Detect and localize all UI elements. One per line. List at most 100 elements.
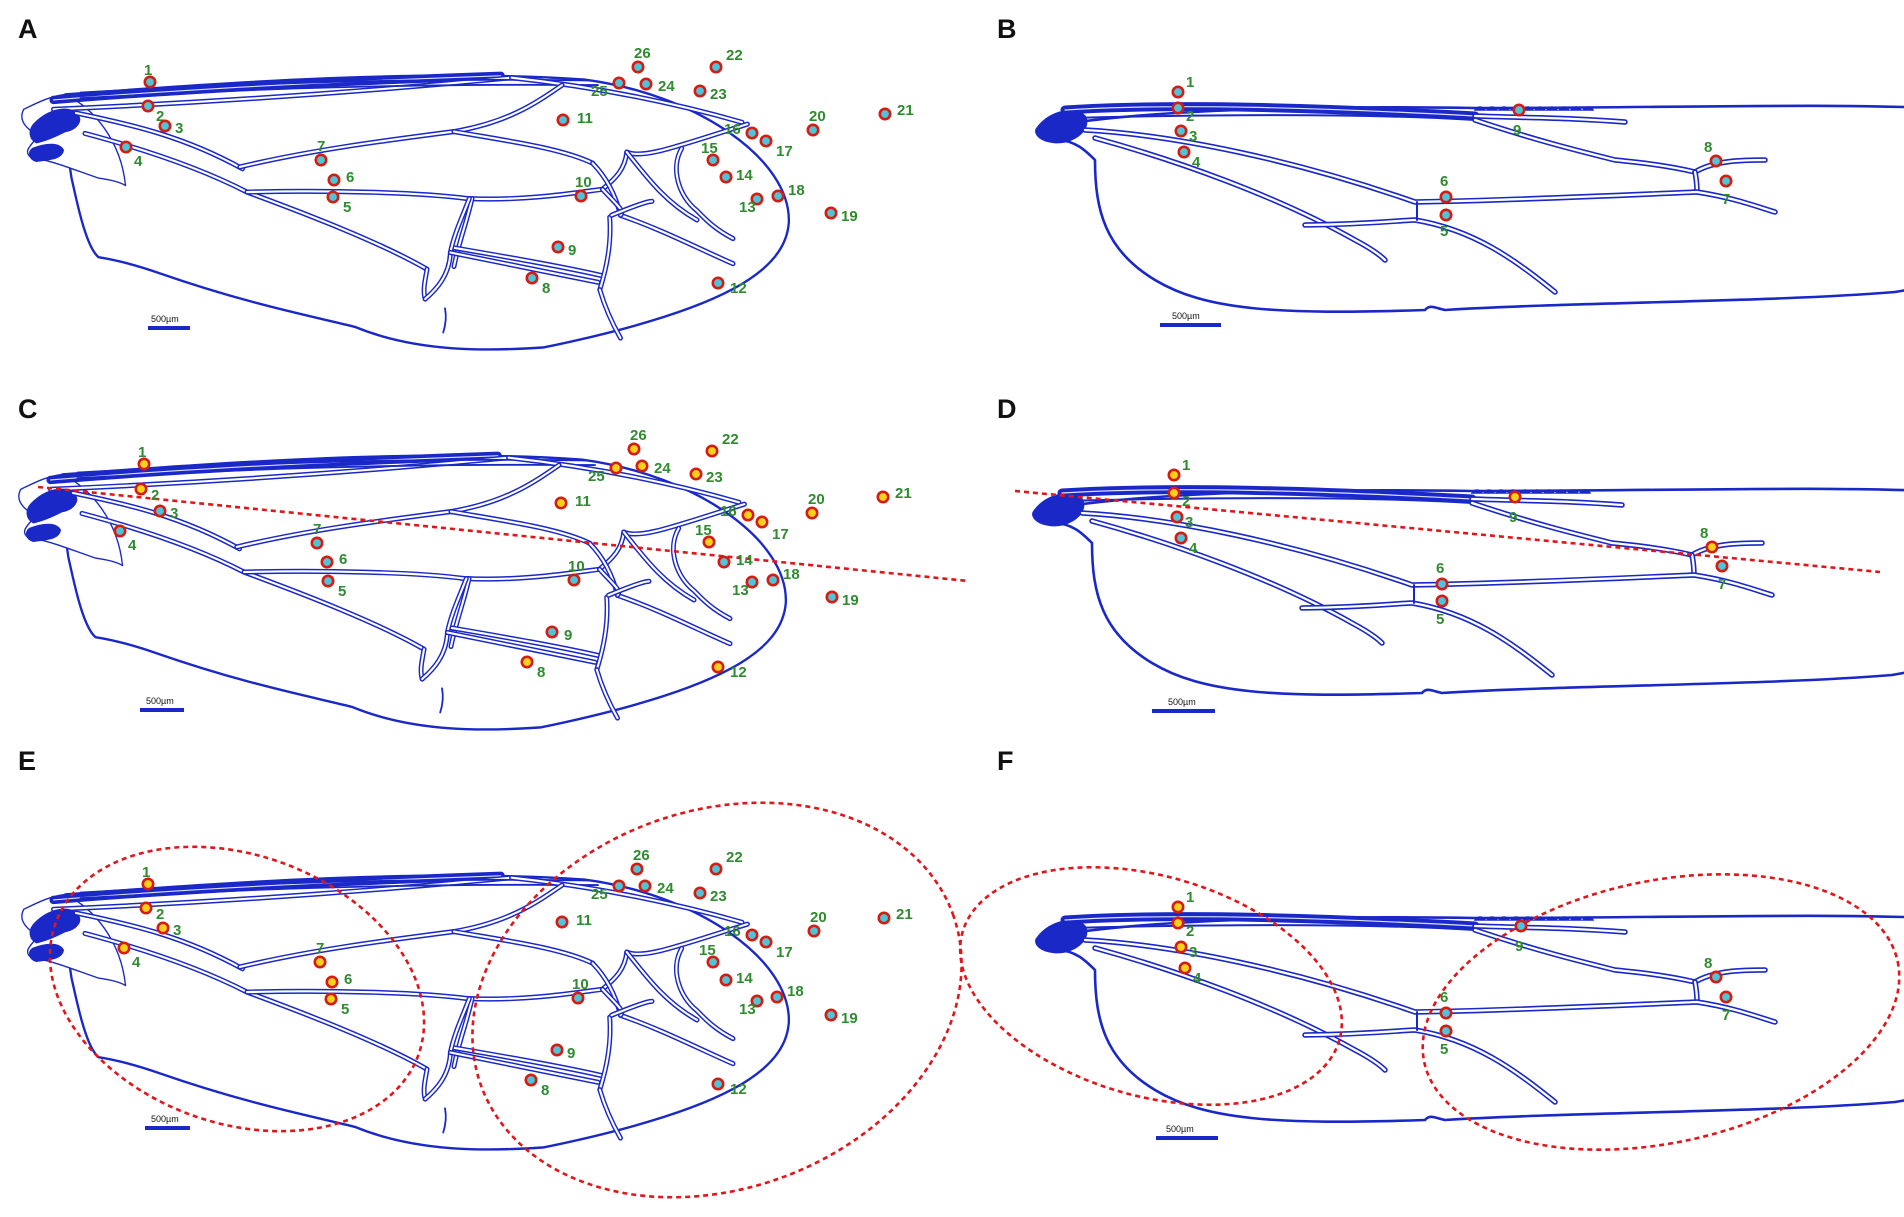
landmark-dot	[711, 276, 725, 290]
landmark-label: 7	[1722, 191, 1730, 208]
landmark-dot	[706, 153, 720, 167]
landmark-label: 24	[657, 880, 674, 897]
landmark-dot	[325, 975, 339, 989]
landmark-dot	[567, 573, 581, 587]
landmark-label: 3	[1185, 514, 1193, 531]
panel-letter-f: F	[997, 746, 1014, 776]
landmark-b-1: 1	[1171, 74, 1194, 99]
landmark-label: 8	[541, 1082, 549, 1099]
landmark-b-2: 2	[1171, 101, 1194, 125]
landmark-dot	[635, 459, 649, 473]
landmark-label: 19	[841, 1010, 858, 1027]
landmark-dot	[158, 119, 172, 133]
landmark-a-14: 14	[719, 167, 753, 184]
landmark-dot	[1439, 190, 1453, 204]
landmark-label: 7	[313, 521, 321, 538]
landmark-label: 20	[808, 491, 825, 508]
landmark-dot	[609, 461, 623, 475]
landmark-b-8: 8	[1704, 139, 1723, 168]
landmark-c-13: 13	[732, 575, 759, 599]
landmark-c-7: 7	[310, 521, 324, 550]
landmark-label: 15	[695, 522, 712, 539]
landmark-dot	[770, 990, 784, 1004]
landmark-d-6: 6	[1435, 560, 1449, 591]
landmark-dot	[755, 515, 769, 529]
landmark-a-20: 20	[806, 108, 826, 137]
landmark-dot	[1435, 577, 1449, 591]
landmark-f-9: 9	[1514, 919, 1528, 955]
landmark-label: 1	[144, 62, 152, 79]
landmark-dot	[1174, 124, 1188, 138]
landmark-label: 7	[1722, 1007, 1730, 1024]
landmark-dot	[750, 994, 764, 1008]
landmark-dot	[759, 134, 773, 148]
landmark-label: 13	[739, 199, 756, 216]
landmark-dot	[1719, 990, 1733, 1004]
landmark-e-17: 17	[759, 935, 793, 961]
landmark-dot	[689, 467, 703, 481]
landmark-label: 3	[170, 505, 178, 522]
landmark-dot	[807, 924, 821, 938]
landmark-dot	[771, 189, 785, 203]
landmark-dot	[1174, 531, 1188, 545]
landmark-a-17: 17	[759, 134, 793, 160]
landmark-label: 14	[736, 970, 753, 987]
landmark-label: 2	[1182, 493, 1190, 510]
landmark-e-12: 12	[711, 1077, 747, 1098]
landmark-dot	[143, 75, 157, 89]
landmark-label: 20	[809, 108, 826, 125]
landmark-dot	[1439, 208, 1453, 222]
landmark-dot	[1508, 490, 1522, 504]
landmark-f-7: 7	[1719, 990, 1733, 1024]
landmark-dot	[824, 1008, 838, 1022]
landmark-dot	[156, 921, 170, 935]
landmark-f-6: 6	[1439, 989, 1453, 1020]
landmark-e-21: 21	[877, 906, 913, 925]
landmark-a-16: 16	[724, 121, 759, 140]
landmark-dot	[520, 655, 534, 669]
landmark-e-18: 18	[770, 983, 804, 1004]
landmark-dot	[551, 240, 565, 254]
landmark-c-18: 18	[766, 566, 800, 587]
landmark-label: 3	[175, 120, 183, 137]
landmark-label: 6	[346, 169, 354, 186]
landmark-dot	[1439, 1006, 1453, 1020]
landmark-a-25: 25	[591, 76, 626, 100]
landmark-label: 6	[339, 551, 347, 568]
region-ellipse-e-distal	[471, 801, 963, 1199]
landmark-d-2: 2	[1167, 486, 1190, 510]
landmark-label: 9	[567, 1045, 575, 1062]
landmark-dot	[806, 123, 820, 137]
landmark-label: 19	[842, 592, 859, 609]
landmark-label: 11	[577, 110, 593, 127]
landmark-dot	[556, 113, 570, 127]
landmark-label: 17	[776, 143, 793, 160]
landmark-dot	[574, 189, 588, 203]
landmark-e-2: 2	[139, 901, 164, 923]
landmark-label: 17	[776, 944, 793, 961]
landmark-dot	[878, 107, 892, 121]
landmark-label: 3	[173, 922, 181, 939]
region-ellipse-f-distal	[1421, 873, 1901, 1151]
landmark-label: 25	[588, 468, 605, 485]
landmark-dot	[324, 992, 338, 1006]
landmark-c-14: 14	[717, 552, 753, 569]
landmark-dot	[141, 99, 155, 113]
landmark-label: 6	[344, 971, 352, 988]
landmark-label: 16	[724, 923, 741, 940]
landmark-a-9: 9	[551, 240, 576, 259]
landmark-dot	[1514, 919, 1528, 933]
landmark-a-5: 5	[326, 190, 351, 216]
landmark-label: 1	[138, 444, 146, 461]
landmark-label: 11	[576, 912, 592, 929]
landmark-dot	[627, 442, 641, 456]
landmark-label: 4	[1189, 540, 1198, 557]
landmark-c-16: 16	[720, 503, 755, 522]
landmark-e-16: 16	[724, 923, 759, 942]
landmark-a-11: 11	[556, 110, 593, 127]
landmark-c-5: 5	[321, 574, 346, 600]
landmark-label: 8	[1704, 955, 1712, 972]
landmark-dot	[711, 1077, 725, 1091]
landmark-c-20: 20	[805, 491, 825, 520]
